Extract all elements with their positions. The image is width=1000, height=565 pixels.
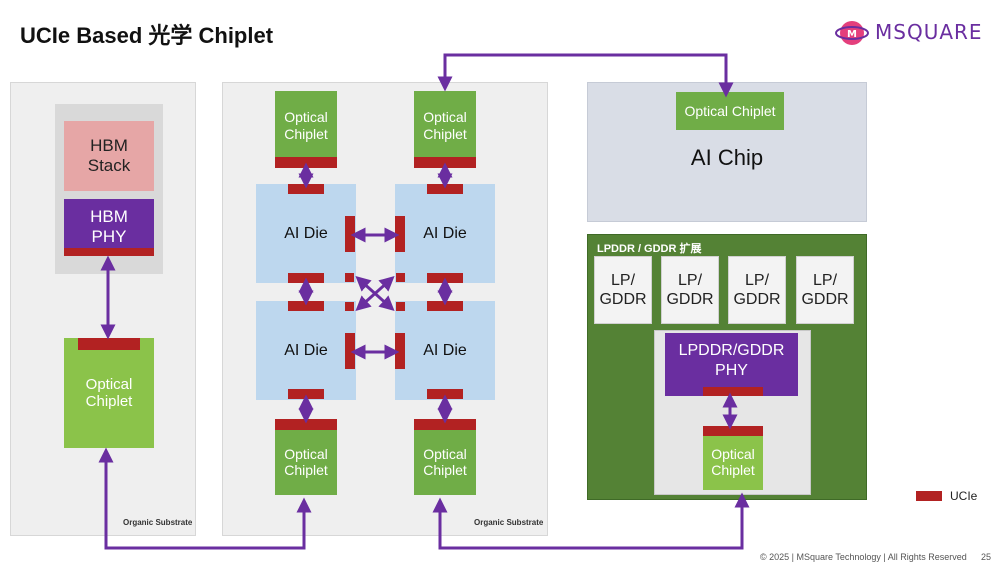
ucie-interface (414, 419, 476, 430)
svg-text:M: M (847, 29, 857, 40)
ucie-interface (345, 216, 355, 252)
msquare-logo: M MSQUARE (835, 18, 985, 48)
ucie-interface (427, 184, 463, 194)
connector-center-to-lpddr (432, 492, 750, 550)
ucie-interface (427, 389, 463, 399)
ucie-interface (395, 333, 405, 369)
ucie-interface (427, 301, 463, 311)
ucie-interface (288, 301, 324, 311)
lp-gddr-2: LP/ GDDR (661, 256, 719, 324)
msquare-logo-icon: M (835, 21, 869, 45)
ucie-interface (345, 273, 354, 282)
optical-chiplet-bottom-right: Optical Chiplet (414, 419, 476, 495)
lpddr-gddr-phy: LPDDR/GDDR PHY (665, 333, 798, 396)
optical-chiplet-hbm: Optical Chiplet (64, 338, 154, 448)
ucie-interface (396, 302, 405, 311)
ucie-interface (275, 419, 337, 430)
substrate-label-center: Organic Substrate (474, 518, 544, 527)
legend-ucie-swatch (916, 491, 942, 501)
ai-die-bottom-left: AI Die (256, 301, 356, 400)
ucie-interface (64, 248, 154, 256)
ucie-interface (703, 426, 763, 436)
legend-ucie-label: UCIe (950, 489, 978, 503)
lp-gddr-4: LP/ GDDR (796, 256, 854, 324)
ucie-interface (396, 273, 405, 282)
ai-die-top-left: AI Die (256, 184, 356, 283)
footer-copyright: © 2025 | MSquare Technology | All Rights… (760, 552, 967, 562)
ucie-interface (288, 389, 324, 399)
ucie-interface (345, 333, 355, 369)
connector-center-to-ai-chip (437, 53, 734, 98)
optical-chiplet-ai-chip: Optical Chiplet (676, 92, 784, 130)
ai-die-top-right: AI Die (395, 184, 495, 283)
ai-die-bottom-right: AI Die (395, 301, 495, 400)
hbm-phy: HBM PHY (64, 199, 154, 255)
optical-chiplet-top-left: Optical Chiplet (275, 91, 337, 168)
connector-hbm-optical-to-center (98, 447, 312, 550)
page-number: 25 (981, 552, 992, 562)
page-title: UCIe Based 光学 Chiplet (20, 23, 274, 48)
ucie-interface (78, 338, 140, 350)
substrate-label-left: Organic Substrate (123, 518, 193, 527)
ucie-interface (345, 302, 354, 311)
optical-chiplet-top-right: Optical Chiplet (414, 91, 476, 168)
optical-chiplet-lpddr: Optical Chiplet (703, 426, 763, 490)
ai-chip-label: AI Chip (690, 145, 764, 170)
connector-die-cross (355, 276, 395, 311)
hbm-stack: HBM Stack (64, 121, 154, 191)
lp-gddr-3: LP/ GDDR (728, 256, 786, 324)
lpddr-header: LPDDR / GDDR 扩展 (597, 243, 702, 255)
lp-gddr-1: LP/ GDDR (594, 256, 652, 324)
ucie-interface (395, 216, 405, 252)
logo-text: MSQUARE (875, 20, 983, 44)
ucie-interface (288, 184, 324, 194)
ucie-interface (703, 387, 763, 396)
